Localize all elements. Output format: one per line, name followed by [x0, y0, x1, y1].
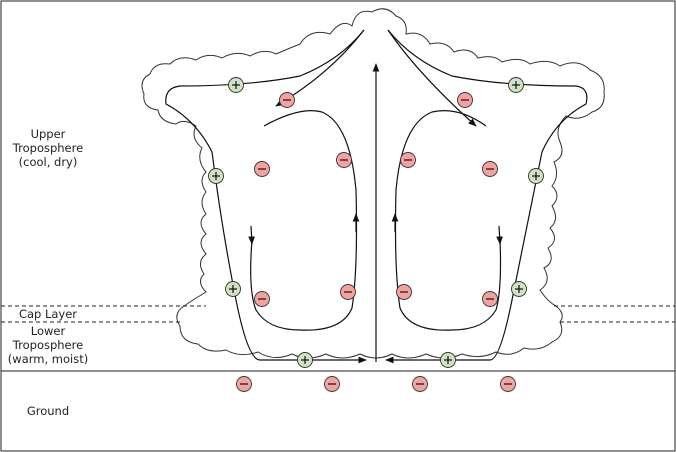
right-outer-flow	[387, 29, 588, 301]
positive-charge	[528, 168, 544, 184]
ground-label: Ground	[27, 404, 69, 418]
right-loop-down-arrow	[496, 225, 503, 245]
negative-charge	[254, 291, 270, 307]
positive-charge	[225, 281, 241, 297]
left-outer-flow	[165, 29, 365, 301]
negative-charge	[340, 284, 356, 300]
ground-negative-charge	[236, 376, 252, 392]
right-circulation-loop	[394, 110, 502, 331]
negative-charge	[396, 284, 412, 300]
upper-troposphere-label-1: Upper	[31, 127, 66, 141]
negative-charge	[482, 161, 498, 177]
positive-charge	[511, 281, 527, 297]
upper-troposphere-label-3: (cool, dry)	[19, 155, 78, 169]
left-circulation-loop	[250, 110, 358, 331]
negative-charge	[279, 92, 295, 108]
positive-charge	[228, 77, 244, 93]
cap-layer-label: Cap Layer	[19, 307, 77, 321]
left-inflow-arrow	[235, 299, 367, 364]
negative-charge	[482, 291, 498, 307]
positive-charge	[208, 168, 224, 184]
lower-troposphere-label-1: Lower	[31, 324, 66, 338]
ground-negative-charge	[412, 376, 428, 392]
positive-charge	[297, 352, 313, 368]
negative-charge	[400, 152, 416, 168]
ground-negative-charge	[324, 376, 340, 392]
negative-charge	[336, 152, 352, 168]
negative-charge	[254, 161, 270, 177]
lower-troposphere-label-3: (warm, moist)	[8, 352, 88, 366]
storm-cloud	[141, 8, 605, 359]
upper-troposphere-label-2: Troposphere	[12, 141, 83, 155]
right-inflow-arrow	[385, 299, 513, 364]
ground-negative-charge	[500, 376, 516, 392]
negative-charge	[457, 92, 473, 108]
left-loop-down-arrow	[248, 225, 255, 245]
positive-charge	[508, 77, 524, 93]
lower-troposphere-label-2: Troposphere	[12, 338, 83, 352]
positive-charge	[440, 352, 456, 368]
